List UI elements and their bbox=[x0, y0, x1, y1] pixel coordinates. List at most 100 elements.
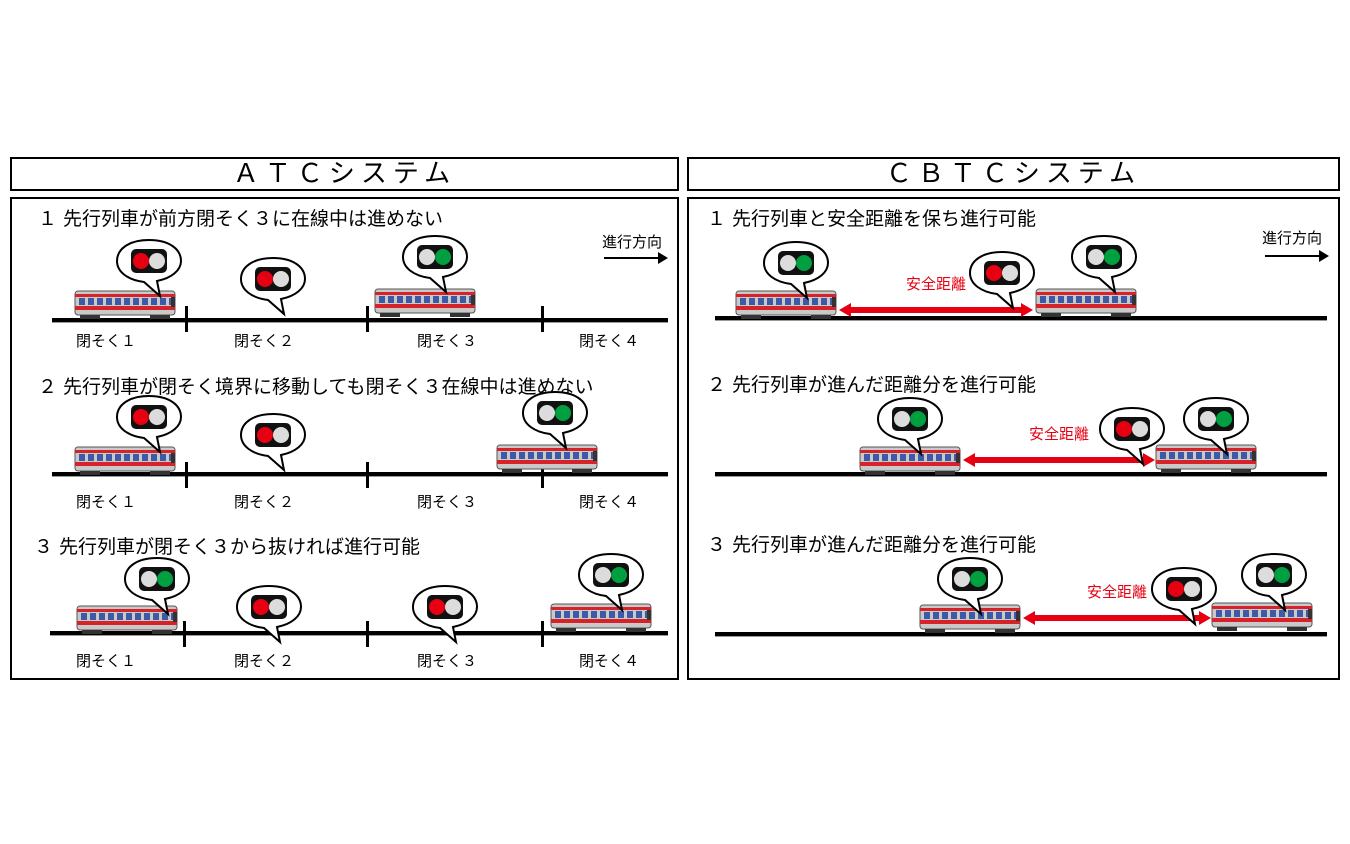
block-label: 閉そく２ bbox=[234, 332, 295, 350]
train bbox=[74, 289, 178, 321]
block-label: 閉そく１ bbox=[76, 652, 137, 670]
signal-lamp-left bbox=[429, 599, 445, 615]
train bbox=[859, 445, 963, 477]
atc-scene-2-title: ２ 先行列車が閉そく境界に移動しても閉そく３在線中は進めない bbox=[38, 376, 594, 398]
signal-bubble bbox=[1149, 565, 1219, 627]
train bbox=[550, 602, 654, 634]
signal-lamp-left bbox=[986, 265, 1002, 281]
atc-direction-label: 進行方向 bbox=[602, 233, 663, 251]
safe-distance-arrow-icon bbox=[1023, 611, 1211, 625]
cbtc-scene-1-track bbox=[715, 316, 1327, 321]
block-label: 閉そく１ bbox=[76, 493, 137, 511]
signal-lamp-right bbox=[1216, 411, 1232, 427]
signal-lamp-left bbox=[595, 567, 611, 583]
signal-lamp-right bbox=[796, 255, 812, 271]
signal-lamp-right bbox=[273, 427, 289, 443]
atc-scene-1-track bbox=[52, 318, 668, 323]
signal-lamp-left bbox=[1088, 249, 1104, 265]
atc-panel: 進行方向 １ 先行列車が前方閉そく３に在線中は進めない 閉そく１ 閉そく２ 閉そ… bbox=[10, 197, 679, 680]
signal-bubble bbox=[761, 239, 831, 301]
cbtc-scene-3-track bbox=[715, 632, 1327, 637]
block-label: 閉そく４ bbox=[579, 493, 640, 511]
signal-lamp-left bbox=[141, 571, 157, 587]
cbtc-scene-1-title: １ 先行列車と安全距離を保ち進行可能 bbox=[707, 208, 1037, 230]
atc-title: ＡＴＣシステム bbox=[232, 159, 457, 189]
signal-lamp-left bbox=[419, 249, 435, 265]
signal-bubble bbox=[935, 555, 1005, 617]
signal-bubble bbox=[238, 255, 308, 317]
cbtc-title: ＣＢＴＣシステム bbox=[885, 159, 1142, 189]
signal-bubble bbox=[576, 551, 646, 613]
safe-distance-label: 安全距離 bbox=[1086, 583, 1147, 601]
train bbox=[74, 445, 178, 477]
signal-lamp-right bbox=[970, 571, 986, 587]
signal-lamp-right bbox=[435, 249, 451, 265]
signal-lamp-left bbox=[894, 411, 910, 427]
signal-bubble bbox=[967, 249, 1037, 311]
safe-distance-arrow-icon bbox=[963, 453, 1155, 467]
train bbox=[1035, 287, 1139, 319]
signal-bubble bbox=[1097, 405, 1167, 467]
signal-lamp-left bbox=[1200, 411, 1216, 427]
signal-bubble bbox=[1181, 395, 1251, 457]
signal-lamp-right bbox=[149, 253, 165, 269]
signal-lamp-right bbox=[157, 571, 173, 587]
signal-lamp-left bbox=[539, 405, 555, 421]
block-boundary bbox=[185, 462, 188, 488]
signal-lamp-left bbox=[954, 571, 970, 587]
signal-bubble bbox=[520, 389, 590, 451]
signal-bubble bbox=[875, 395, 945, 457]
signal-lamp-left bbox=[1258, 567, 1274, 583]
signal-bubble bbox=[1069, 233, 1139, 295]
train bbox=[735, 289, 839, 321]
train bbox=[374, 287, 478, 319]
signal-lamp-right bbox=[269, 599, 285, 615]
atc-scene-3-title: ３ 先行列車が閉そく３から抜ければ進行可能 bbox=[34, 536, 421, 558]
signal-bubble bbox=[114, 237, 184, 299]
cbtc-scene-2-track bbox=[715, 472, 1327, 477]
signal-bubble bbox=[114, 393, 184, 455]
signal-lamp-right bbox=[1002, 265, 1018, 281]
block-boundary bbox=[541, 462, 544, 488]
block-label: 閉そく１ bbox=[76, 332, 137, 350]
signal-lamp-right bbox=[1274, 567, 1290, 583]
signal-lamp-left bbox=[1168, 581, 1184, 597]
atc-header: ＡＴＣシステム bbox=[10, 157, 679, 191]
atc-scene-2-track bbox=[52, 472, 668, 477]
signal-bubble bbox=[234, 583, 304, 645]
block-label: 閉そく３ bbox=[417, 652, 478, 670]
block-label: 閉そく４ bbox=[579, 332, 640, 350]
block-boundary bbox=[541, 621, 544, 647]
signal-bubble bbox=[410, 583, 480, 645]
signal-lamp-right bbox=[1104, 249, 1120, 265]
atc-scene-1-title: １ 先行列車が前方閉そく３に在線中は進めない bbox=[38, 208, 444, 230]
train bbox=[496, 443, 600, 475]
signal-bubble bbox=[1239, 551, 1309, 613]
block-boundary bbox=[366, 462, 369, 488]
train bbox=[1155, 443, 1259, 475]
signal-lamp-left bbox=[133, 253, 149, 269]
safe-distance: 安全距離 bbox=[963, 425, 1155, 467]
signal-lamp-right bbox=[555, 405, 571, 421]
signal-lamp-left bbox=[257, 271, 273, 287]
block-label: 閉そく２ bbox=[234, 493, 295, 511]
block-boundary bbox=[541, 306, 544, 332]
block-boundary bbox=[366, 621, 369, 647]
signal-bubble bbox=[400, 233, 470, 295]
signal-lamp-left bbox=[780, 255, 796, 271]
train bbox=[1211, 601, 1315, 633]
cbtc-scene-2-title: ２ 先行列車が進んだ距離分を進行可能 bbox=[707, 374, 1037, 396]
signal-lamp-right bbox=[1132, 421, 1148, 437]
block-label: 閉そく３ bbox=[417, 493, 478, 511]
safe-distance-arrow-icon bbox=[839, 303, 1033, 317]
signal-lamp-right bbox=[910, 411, 926, 427]
signal-lamp-left bbox=[253, 599, 269, 615]
block-label: 閉そく３ bbox=[417, 332, 478, 350]
train bbox=[76, 604, 180, 636]
safe-distance: 安全距離 bbox=[1023, 583, 1211, 625]
cbtc-header: ＣＢＴＣシステム bbox=[687, 157, 1340, 191]
safe-distance: 安全距離 bbox=[839, 275, 1033, 317]
signal-lamp-right bbox=[273, 271, 289, 287]
signal-bubble bbox=[238, 411, 308, 473]
block-boundary bbox=[183, 621, 186, 647]
